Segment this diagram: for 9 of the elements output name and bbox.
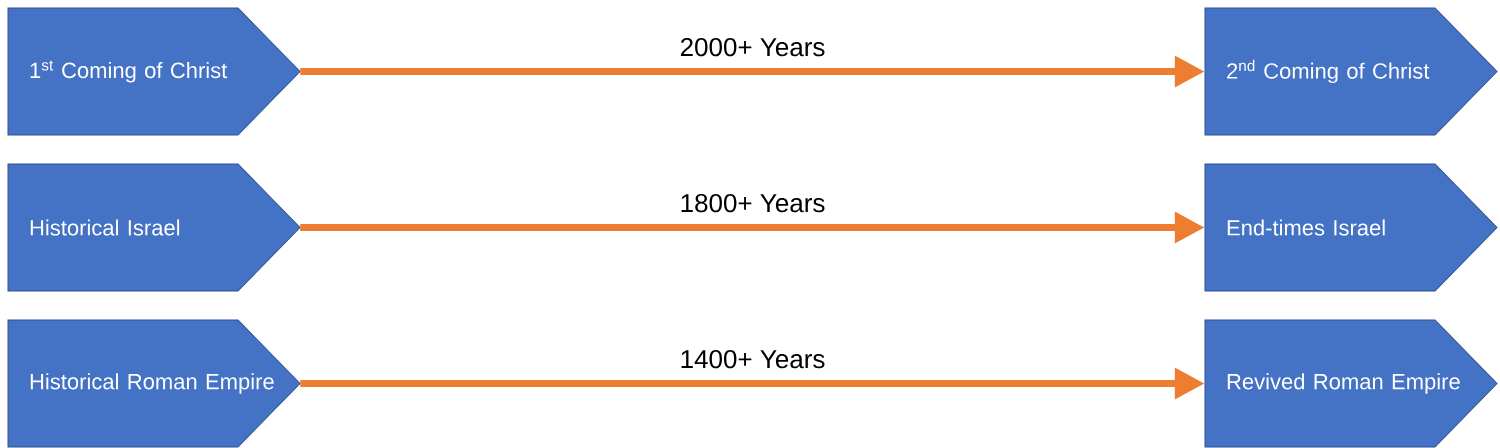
pentagon-box: 1$^{st}$ Coming of Christ [7, 7, 301, 136]
edge-label: 1800+ Years [681, 193, 825, 213]
pentagon-box: Historical Israel [7, 163, 301, 292]
pentagon-box: 2$^{nd}$ Coming of Christ [1204, 7, 1498, 136]
pentagon-box: Historical Roman Empire [7, 319, 301, 448]
edge-label: 1400+ Years [681, 349, 825, 369]
pentagon-box: Revived Roman Empire [1204, 319, 1498, 448]
edge-label: 2000+ Years [680, 37, 825, 57]
pentagon-box: End-times Israel [1204, 163, 1498, 292]
